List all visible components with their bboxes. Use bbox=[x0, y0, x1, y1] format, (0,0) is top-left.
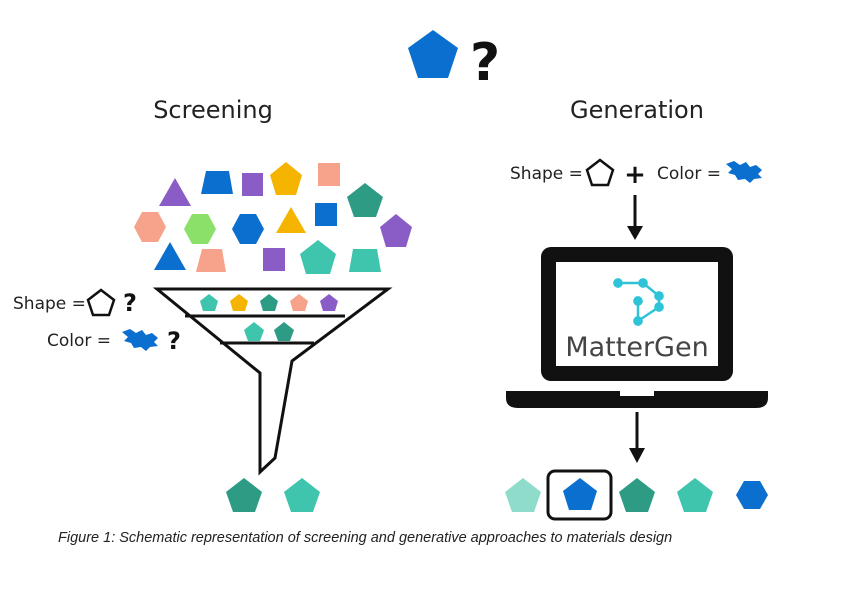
gen-teal-pentagon-icon bbox=[677, 478, 713, 512]
selected-result-frame bbox=[546, 469, 613, 521]
blue-triangle-icon bbox=[154, 242, 186, 270]
salmon-pentagon-filter-icon bbox=[290, 294, 308, 311]
gen-blue-hexagon-icon bbox=[736, 481, 768, 509]
teal-pentagon-icon bbox=[347, 183, 383, 217]
blue-square-icon bbox=[315, 203, 337, 226]
result-darkteal-pentagon-icon bbox=[226, 478, 262, 512]
mattergen-logo-icon bbox=[613, 278, 664, 326]
candidate-shapes bbox=[134, 162, 412, 274]
criteria-pentagon-outline-icon bbox=[86, 288, 116, 317]
screening-shape-question: ? bbox=[123, 289, 137, 317]
yellow-pentagon-filter-icon bbox=[230, 294, 248, 311]
gen-lightteal-pentagon-icon bbox=[505, 478, 541, 512]
screening-title: Screening bbox=[153, 96, 273, 124]
gen-blue-pentagon-icon bbox=[563, 478, 597, 510]
darkteal-pentagon-stage2-icon bbox=[274, 322, 294, 341]
teal-pentagon-stage2-icon bbox=[244, 322, 264, 341]
generation-results bbox=[505, 469, 768, 521]
input-pentagon-outline-icon bbox=[585, 158, 615, 187]
purple-pentagon-filter-icon bbox=[320, 294, 338, 311]
yellow-pentagon-icon bbox=[270, 162, 302, 195]
generation-title: Generation bbox=[570, 96, 704, 124]
filtered-shapes-stage2 bbox=[244, 322, 294, 341]
generation-shape-label: Shape = bbox=[510, 164, 583, 184]
salmon-trapezoid-icon bbox=[196, 249, 226, 272]
mattergen-logo-text: MatterGen bbox=[565, 332, 708, 363]
arrow-down-icon bbox=[627, 195, 643, 240]
green-hexagon-icon bbox=[184, 214, 216, 244]
criteria-color-swatch-icon bbox=[122, 329, 158, 351]
darkteal-pentagon-filter-icon bbox=[260, 294, 278, 311]
input-color-swatch-icon bbox=[726, 161, 762, 183]
plus-sign: + bbox=[624, 160, 646, 190]
teal-pentagon-2-icon bbox=[300, 240, 336, 274]
laptop-icon bbox=[506, 247, 768, 408]
generation-color-label: Color = bbox=[657, 164, 721, 184]
figure-caption: Figure 1: Schematic representation of sc… bbox=[58, 530, 673, 546]
yellow-triangle-icon bbox=[276, 207, 306, 233]
screening-results bbox=[226, 478, 320, 512]
arrow-down-2-icon bbox=[629, 412, 645, 463]
screening-color-label: Color = bbox=[47, 331, 111, 351]
screening-shape-label: Shape = bbox=[13, 294, 86, 314]
gen-darkteal-pentagon-icon bbox=[619, 478, 655, 512]
funnel-icon bbox=[152, 287, 393, 476]
screening-color-question: ? bbox=[167, 327, 181, 355]
salmon-hexagon-icon bbox=[134, 212, 166, 242]
salmon-square-icon bbox=[318, 163, 340, 186]
blue-trapezoid-icon bbox=[201, 171, 233, 194]
result-teal-pentagon-icon bbox=[284, 478, 320, 512]
target-question-mark: ? bbox=[470, 33, 500, 93]
teal-trapezoid-icon bbox=[349, 249, 381, 272]
blue-hexagon-icon bbox=[232, 214, 264, 244]
target-pentagon-icon bbox=[408, 30, 458, 78]
purple-pentagon-icon bbox=[380, 214, 412, 247]
filtered-shapes-stage1 bbox=[200, 294, 338, 311]
purple-triangle-icon bbox=[159, 178, 191, 206]
teal-pentagon-filter-icon bbox=[200, 294, 218, 311]
purple-square-icon bbox=[242, 173, 263, 196]
purple-square-2-icon bbox=[263, 248, 285, 271]
